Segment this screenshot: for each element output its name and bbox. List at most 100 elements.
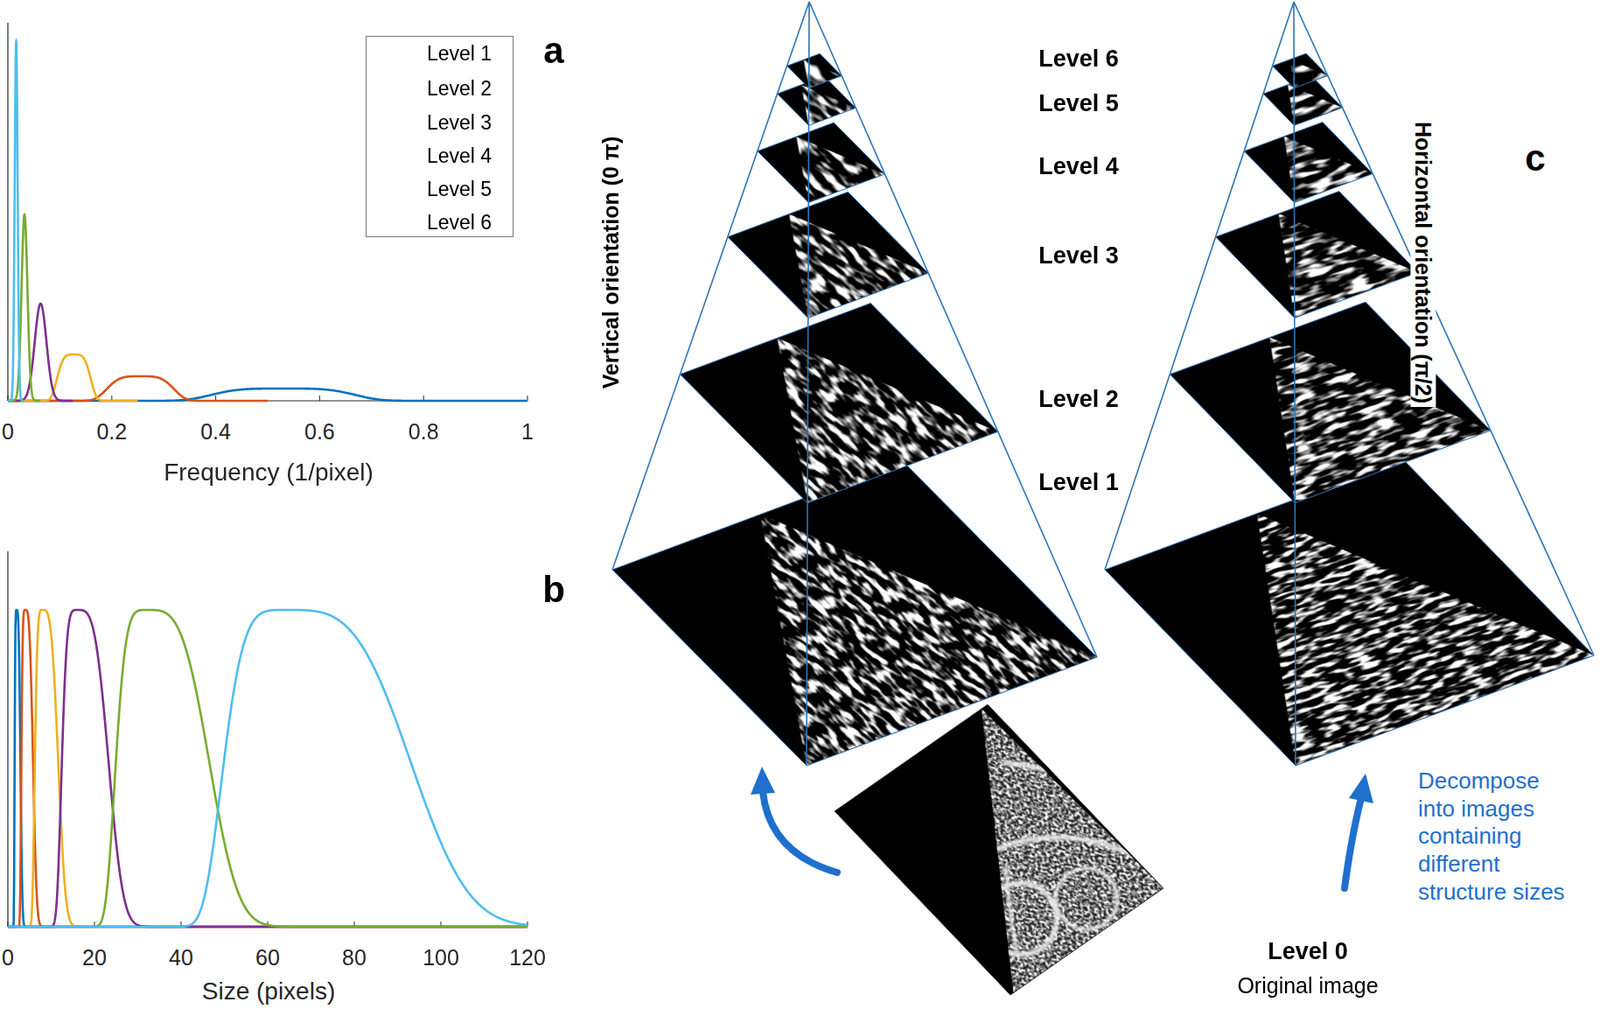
level-label: Level 0 (1267, 937, 1349, 965)
image-speckle (838, 704, 1165, 993)
pyramid-edge (612, 1, 810, 570)
pyramid-slice (679, 302, 998, 503)
legend-text: Level 4 (426, 144, 492, 168)
pyramid-slice (1243, 122, 1373, 203)
level-label: Level 3 (1038, 242, 1119, 270)
axis-tick-label: 20 (82, 944, 107, 971)
slice-speckle (679, 302, 998, 503)
pyramid-slice (757, 122, 886, 203)
slice-outline (679, 302, 998, 503)
level-label: Level 1 (1038, 468, 1119, 497)
y-axis (6, 551, 8, 927)
size-curve (7, 609, 528, 927)
size-chart (7, 551, 528, 927)
y-axis (6, 22, 8, 401)
pyramid-edge (1293, 1, 1594, 656)
axis-title: Frequency (1/pixel) (163, 458, 374, 487)
slice-ground (1215, 191, 1419, 319)
orientation-label: Vertical orientation (0 π) (598, 136, 624, 390)
slice-outline (1215, 191, 1419, 319)
axis-tick-label: 100 (422, 944, 460, 971)
size-curve (7, 609, 528, 927)
axis-title: Size (pixels) (202, 977, 336, 1006)
axis-tick-label: 0.8 (408, 419, 440, 445)
axis-tick-label: 0 (1, 419, 14, 445)
frequency-curve (7, 388, 528, 401)
size-curve (7, 609, 528, 927)
panel-letter: a (543, 29, 564, 72)
size-curve (7, 609, 528, 927)
arrow-head (1348, 773, 1374, 804)
orientation-label: Horizontal orientation (π/2) (1411, 118, 1437, 407)
pyramid-edge (1104, 1, 1294, 570)
pyramid (1104, 1, 1594, 766)
legend-text: Level 3 (426, 111, 492, 134)
legend-text: Level 2 (426, 76, 492, 100)
axis-tick-label: 0.6 (304, 419, 336, 445)
level-label: Level 5 (1038, 90, 1119, 118)
image-border (834, 704, 1164, 995)
image-caption: Original image (1236, 972, 1378, 999)
pyramid-slice (1215, 191, 1419, 319)
axis-tick-label: 0 (1, 944, 14, 971)
slice-outline (1104, 459, 1594, 766)
slice-speckle (1243, 122, 1373, 203)
heart-wall (985, 882, 1057, 955)
frequency-curve (7, 41, 25, 401)
tick-mark (319, 395, 321, 401)
legend-text: Level 5 (426, 177, 492, 201)
legend-box (365, 35, 514, 238)
frequency-chart (7, 22, 528, 401)
image-sector (838, 704, 1165, 993)
size-curve (7, 609, 528, 927)
axis-tick-label: 120 (509, 944, 546, 971)
slice-outline (612, 461, 1097, 766)
slice-speckle (1169, 301, 1491, 504)
panel-letter: c (1524, 137, 1545, 180)
heart-wall (1006, 762, 1153, 823)
legend-text: Level 6 (426, 210, 492, 234)
level-label: Level 6 (1038, 45, 1119, 73)
level-label: Level 4 (1038, 153, 1119, 181)
size-curve (7, 609, 528, 927)
axis-tick-label: 1 (521, 419, 534, 445)
legend-text: Level 1 (426, 41, 492, 65)
slice-outline (1169, 301, 1491, 504)
axis-tick-label: 60 (255, 944, 280, 971)
heart-wall (1006, 866, 1017, 950)
note-text: Decompose into images containing differe… (1418, 767, 1572, 907)
level-label: Level 2 (1038, 385, 1119, 413)
slice-ground (1169, 301, 1491, 504)
slice-ground (757, 122, 886, 203)
original-image (834, 704, 1164, 995)
pyramid-edge (1293, 1, 1296, 766)
slice-ground (679, 302, 998, 503)
axis-tick-label: 0.4 (200, 419, 231, 445)
pyramid-slice (612, 461, 1097, 766)
slice-outline (1243, 122, 1373, 203)
curved-arrow (1344, 797, 1362, 888)
slice-ground (1243, 122, 1373, 203)
slice-ground (727, 191, 929, 318)
slice-speckle (612, 461, 1097, 766)
heart-structures (985, 762, 1153, 955)
pyramid-slice (1169, 301, 1491, 504)
pyramid-edge (806, 1, 810, 766)
pyramid (612, 1, 1097, 766)
curved-arrow (762, 791, 838, 873)
arrow-head (750, 766, 776, 795)
heart-wall (992, 837, 1129, 853)
slice-outline (757, 122, 886, 203)
axis-tick-label: 80 (342, 944, 367, 971)
heart-wall (1055, 867, 1118, 930)
pyramid-slice (1104, 459, 1594, 766)
slice-speckle (1104, 459, 1594, 766)
slice-outline (727, 191, 929, 318)
slice-speckle (757, 122, 886, 203)
panel-letter: b (542, 568, 566, 611)
slice-ground (612, 461, 1097, 766)
frequency-curve (7, 376, 268, 401)
axis-tick-label: 0.2 (96, 419, 127, 445)
